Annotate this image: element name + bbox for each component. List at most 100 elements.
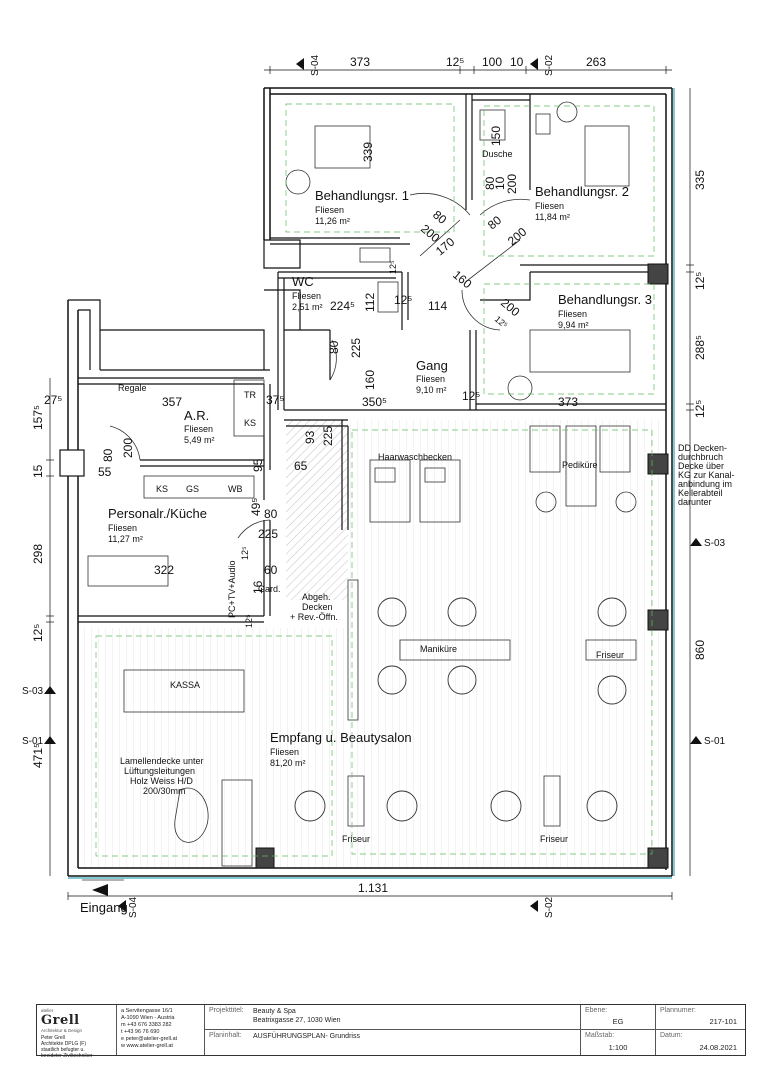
outer-walls xyxy=(67,87,675,879)
room-kitchen: Personalr./Küche Fliesen 11,27 m² xyxy=(108,506,207,544)
svg-text:10: 10 xyxy=(493,176,507,190)
plan-content: AUSFÜHRUNGSPLAN- Grundriss xyxy=(253,1033,360,1040)
svg-text:12⁵: 12⁵ xyxy=(462,389,480,403)
svg-text:200/30mm: 200/30mm xyxy=(143,786,186,796)
svg-text:225: 225 xyxy=(321,426,335,446)
svg-text:Decke über: Decke über xyxy=(678,461,724,471)
svg-text:81,20 m²: 81,20 m² xyxy=(270,758,306,768)
svg-text:12⁵: 12⁵ xyxy=(244,614,254,628)
svg-text:S-03: S-03 xyxy=(704,538,726,549)
planinhalt-label: Planinhalt: xyxy=(209,1032,242,1039)
dimension-lines xyxy=(46,66,694,900)
svg-text:10: 10 xyxy=(510,55,524,69)
svg-text:GS: GS xyxy=(186,484,199,494)
svg-text:darunter: darunter xyxy=(678,497,712,507)
svg-text:1.131: 1.131 xyxy=(358,881,388,895)
svg-text:Friseur: Friseur xyxy=(540,834,568,844)
svg-text:Fliesen: Fliesen xyxy=(535,201,564,211)
project-title: Beauty & Spa xyxy=(253,1008,296,1015)
svg-text:100: 100 xyxy=(482,55,502,69)
svg-text:55: 55 xyxy=(98,465,112,479)
svg-text:298: 298 xyxy=(31,544,45,564)
svg-text:80: 80 xyxy=(327,340,341,354)
svg-text:5,49 m²: 5,49 m² xyxy=(184,435,215,445)
svg-text:225: 225 xyxy=(349,338,363,358)
svg-text:200: 200 xyxy=(121,438,135,458)
plannummer-label: Plannumer: xyxy=(660,1007,696,1014)
svg-text:Kellerabteil: Kellerabteil xyxy=(678,488,723,498)
datum-label: Datum: xyxy=(660,1032,683,1039)
project-info: Projekttitel: Beauty & Spa Beatrixgasse … xyxy=(205,1005,581,1055)
address-line: m +43 676 3383 282 xyxy=(121,1022,172,1028)
title-block: atelier Grell Architektur & Design Peter… xyxy=(36,1004,746,1059)
svg-text:TR: TR xyxy=(244,390,256,400)
interior-walls xyxy=(78,94,666,623)
svg-text:Behandlungsr. 3: Behandlungsr. 3 xyxy=(558,292,652,307)
hatched-corridor xyxy=(286,420,348,600)
svg-text:350⁵: 350⁵ xyxy=(362,395,387,409)
floor-plan: Behandlungsr. 1 Fliesen 11,26 m² Behandl… xyxy=(22,54,735,918)
plan-number-date: Plannumer: 217-101 Datum: 24.08.2021 xyxy=(656,1005,745,1055)
chairs xyxy=(294,597,627,822)
label-eingang: Eingang xyxy=(80,900,128,915)
logo-top: atelier xyxy=(41,1008,54,1013)
svg-text:15: 15 xyxy=(31,464,45,478)
datum-value: 24.08.2021 xyxy=(699,1043,737,1052)
svg-text:9,10 m²: 9,10 m² xyxy=(416,385,447,395)
svg-text:11,84 m²: 11,84 m² xyxy=(535,212,570,222)
address-line: w www.atelier-grell.at xyxy=(121,1043,173,1049)
svg-text:12⁵: 12⁵ xyxy=(394,293,412,307)
svg-text:Fliesen: Fliesen xyxy=(315,205,344,215)
ceiling-guides xyxy=(95,103,655,857)
svg-text:Maniküre: Maniküre xyxy=(420,644,457,654)
svg-text:224⁵: 224⁵ xyxy=(330,299,355,313)
svg-text:Personalr./Küche: Personalr./Küche xyxy=(108,506,207,521)
firm-address: a Servitengasse 16/1 A-1090 Wien - Austr… xyxy=(117,1005,205,1055)
firm-line: Peter Grell xyxy=(41,1035,65,1041)
plannummer-value: 217-101 xyxy=(709,1017,737,1026)
svg-text:80: 80 xyxy=(430,208,449,228)
svg-text:S-02: S-02 xyxy=(544,54,555,76)
room-behandlung-2: Behandlungsr. 2 Fliesen 11,84 m² xyxy=(535,184,629,222)
svg-text:200: 200 xyxy=(505,224,530,248)
svg-text:S-04: S-04 xyxy=(128,896,139,918)
svg-text:WB: WB xyxy=(228,484,243,494)
svg-text:12⁵: 12⁵ xyxy=(240,546,250,560)
svg-text:Fliesen: Fliesen xyxy=(108,523,137,533)
firm-line: staatlich befugter u. xyxy=(41,1047,85,1053)
svg-text:49⁵: 49⁵ xyxy=(249,498,263,516)
svg-text:288⁵: 288⁵ xyxy=(693,335,707,360)
svg-text:S-02: S-02 xyxy=(544,896,555,918)
section-marks: S-03 S-01 S-03 S-01 S-04 S-02 S-04 S-02 xyxy=(22,54,726,918)
svg-text:Friseur: Friseur xyxy=(342,834,370,844)
project-address: Beatrixgasse 27, 1030 Wien xyxy=(253,1017,341,1024)
svg-text:durchbruch: durchbruch xyxy=(678,452,723,462)
svg-text:Fliesen: Fliesen xyxy=(292,291,321,301)
svg-text:Lüftungsleitungen: Lüftungsleitungen xyxy=(124,766,195,776)
furniture xyxy=(87,101,637,867)
svg-text:80: 80 xyxy=(483,176,497,190)
svg-text:160: 160 xyxy=(450,268,475,292)
svg-text:80: 80 xyxy=(485,213,504,233)
address-line: e peter@atelier-grell.at xyxy=(121,1036,178,1042)
svg-text:373: 373 xyxy=(558,395,578,409)
room-ar: A.R. Fliesen 5,49 m² xyxy=(184,408,215,445)
svg-text:27⁵: 27⁵ xyxy=(44,393,62,407)
svg-text:KG zur Kanal-: KG zur Kanal- xyxy=(678,470,735,480)
projekttitel-label: Projekttitel: xyxy=(209,1007,244,1014)
svg-text:339: 339 xyxy=(361,142,375,162)
firm-logo: Grell xyxy=(41,1013,80,1028)
svg-text:WC: WC xyxy=(292,274,314,289)
room-wc: WC Fliesen 2,51 m² xyxy=(292,274,323,312)
label-dusche: Dusche xyxy=(482,149,513,159)
ebene-label: Ebene: xyxy=(585,1007,608,1014)
svg-text:11,26 m²: 11,26 m² xyxy=(315,216,350,226)
svg-text:12⁵: 12⁵ xyxy=(693,400,707,418)
svg-text:KASSA: KASSA xyxy=(170,680,200,690)
svg-text:anbindung im: anbindung im xyxy=(678,479,732,489)
svg-text:Pediküre: Pediküre xyxy=(562,460,598,470)
svg-text:Gard.: Gard. xyxy=(258,584,281,594)
svg-text:DD Decken-: DD Decken- xyxy=(678,443,727,453)
svg-text:Gang: Gang xyxy=(416,358,448,373)
logo-sub: Architektur & Design xyxy=(41,1028,83,1033)
